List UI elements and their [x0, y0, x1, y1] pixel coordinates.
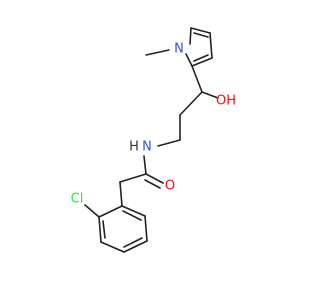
bond-b1-b2	[98, 205, 123, 218]
bond-co-o	[145, 173, 164, 184]
bond-co-o-double	[144, 179, 161, 189]
bond-ch2-ring	[119, 181, 123, 207]
atom-labels: N OH N H O Cl	[71, 42, 236, 207]
atom-amide-h: H	[129, 140, 139, 155]
bond-co-ch2	[119, 173, 147, 183]
bond-c2-c3	[190, 27, 211, 34]
bond-c5-n1	[185, 53, 193, 67]
bond-b6-b1-double	[122, 210, 142, 221]
bonds	[84, 27, 219, 253]
bond-b2-b3	[98, 216, 102, 243]
bond-nh-co	[143, 155, 147, 175]
bond-choh-oh	[201, 91, 219, 99]
bond-b2-b3-double	[102, 220, 106, 239]
atom-carbonyl-o: O	[165, 179, 175, 194]
bond-n1-c2	[189, 27, 192, 45]
bond-methyl	[145, 49, 170, 56]
molecule-structure: N OH N H O Cl	[0, 0, 300, 300]
bond-ch2-nh	[157, 139, 181, 147]
bond-c5-choh	[191, 65, 203, 93]
background	[0, 0, 300, 300]
bond-c4-c5-double	[193, 54, 209, 62]
atom-chlorine: Cl	[71, 192, 84, 207]
bond-c3-c4	[209, 32, 213, 59]
atom-hydroxyl: OH	[216, 94, 236, 109]
atom-amide-n: N	[142, 140, 152, 155]
bond-c2-c3-double	[193, 32, 209, 38]
bond-b6-b1	[121, 205, 146, 217]
bond-choh-ch2	[179, 91, 203, 116]
bond-b4-b5-double	[123, 237, 143, 248]
bond-b2-cl	[84, 204, 100, 218]
bond-b3-b4	[100, 241, 125, 253]
bond-b4-b5	[123, 240, 148, 253]
bond-b5-b6	[144, 215, 148, 242]
bond-c4-c5	[191, 57, 213, 67]
atom-n-pyrrole: N	[174, 42, 184, 57]
